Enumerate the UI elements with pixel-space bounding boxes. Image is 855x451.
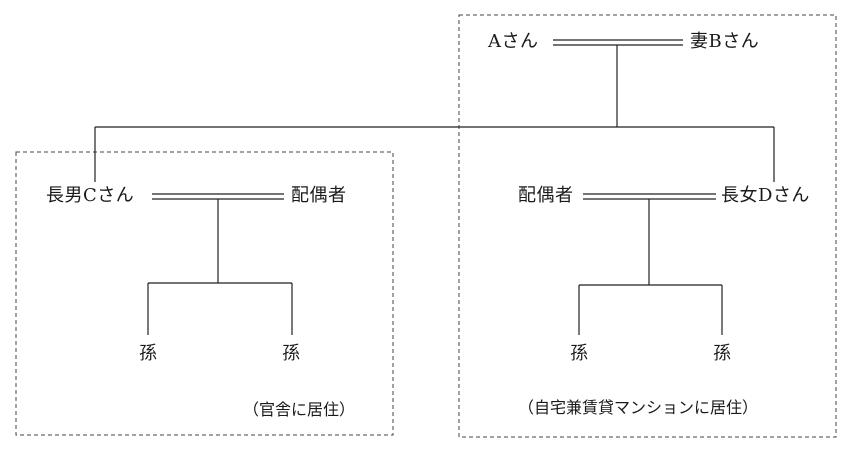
son-group-box [15, 151, 394, 436]
son-grandchild-1-label: 孫 [139, 343, 158, 364]
daughter-spouse-label: 配偶者 [518, 185, 574, 206]
son-label: 長男Cさん [46, 185, 135, 206]
son-descent-lines [147, 199, 293, 335]
son-residence-note: （官舎に居住） [243, 400, 356, 419]
son-marriage-line [152, 193, 284, 200]
father-label: Aさん [488, 31, 539, 52]
parents-daughter-group-box [458, 14, 837, 438]
parents-marriage-line [553, 39, 683, 46]
daughter-marriage-line [583, 193, 716, 200]
parents-descent-lines [94, 45, 775, 182]
daughter-grandchild-2-label: 孫 [713, 343, 732, 364]
mother-label: 妻Bさん [690, 31, 760, 52]
daughter-label: 長女Dさん [721, 185, 810, 206]
daughter-residence-note: （自宅兼賃貸マンションに居住） [518, 398, 759, 417]
son-spouse-label: 配偶者 [291, 185, 347, 206]
daughter-descent-lines [578, 199, 723, 335]
son-grandchild-2-label: 孫 [282, 343, 301, 364]
daughter-grandchild-1-label: 孫 [570, 343, 589, 364]
